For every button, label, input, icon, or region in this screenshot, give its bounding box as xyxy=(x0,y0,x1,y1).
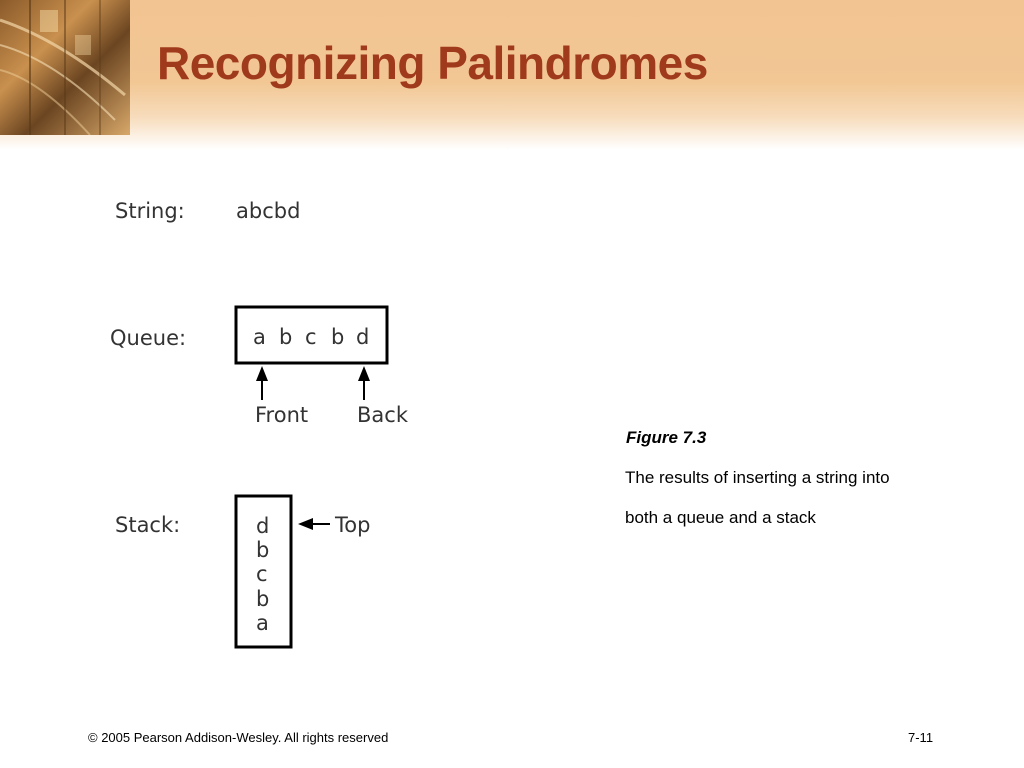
queue-item: d xyxy=(356,325,369,349)
string-value: abcbd xyxy=(236,199,300,223)
queue-item: b xyxy=(279,325,292,349)
queue-item: a xyxy=(253,325,266,349)
figure-caption-line-1: The results of inserting a string into xyxy=(625,468,890,487)
stack-label: Stack: xyxy=(115,513,180,537)
top-label: Top xyxy=(334,513,370,537)
queue-box xyxy=(234,305,389,365)
queue-item: b xyxy=(331,325,344,349)
stack-item: d xyxy=(256,514,269,538)
figure-caption-line-2: both a queue and a stack xyxy=(625,508,816,527)
stack-item: b xyxy=(256,587,269,611)
stack-item: a xyxy=(256,611,269,635)
stack-item: b xyxy=(256,538,269,562)
stack-box xyxy=(234,494,293,649)
string-label: String: xyxy=(115,199,185,223)
figure-caption-title: Figure 7.3 xyxy=(626,428,707,447)
front-label: Front xyxy=(255,403,308,427)
top-arrowhead xyxy=(298,518,313,530)
footer-copyright: © 2005 Pearson Addison-Wesley. All right… xyxy=(88,730,389,745)
back-arrowhead xyxy=(358,366,370,381)
slide-title: Recognizing Palindromes xyxy=(157,37,708,89)
queue-label: Queue: xyxy=(110,326,186,350)
queue-item: c xyxy=(305,325,317,349)
back-label: Back xyxy=(357,403,409,427)
header-photo-graphic xyxy=(0,0,126,135)
stack-item: c xyxy=(256,562,268,586)
header-band xyxy=(0,0,1024,150)
footer-page-number: 7-11 xyxy=(908,730,934,745)
front-arrowhead xyxy=(256,366,268,381)
header-decorative-photo xyxy=(0,0,130,135)
